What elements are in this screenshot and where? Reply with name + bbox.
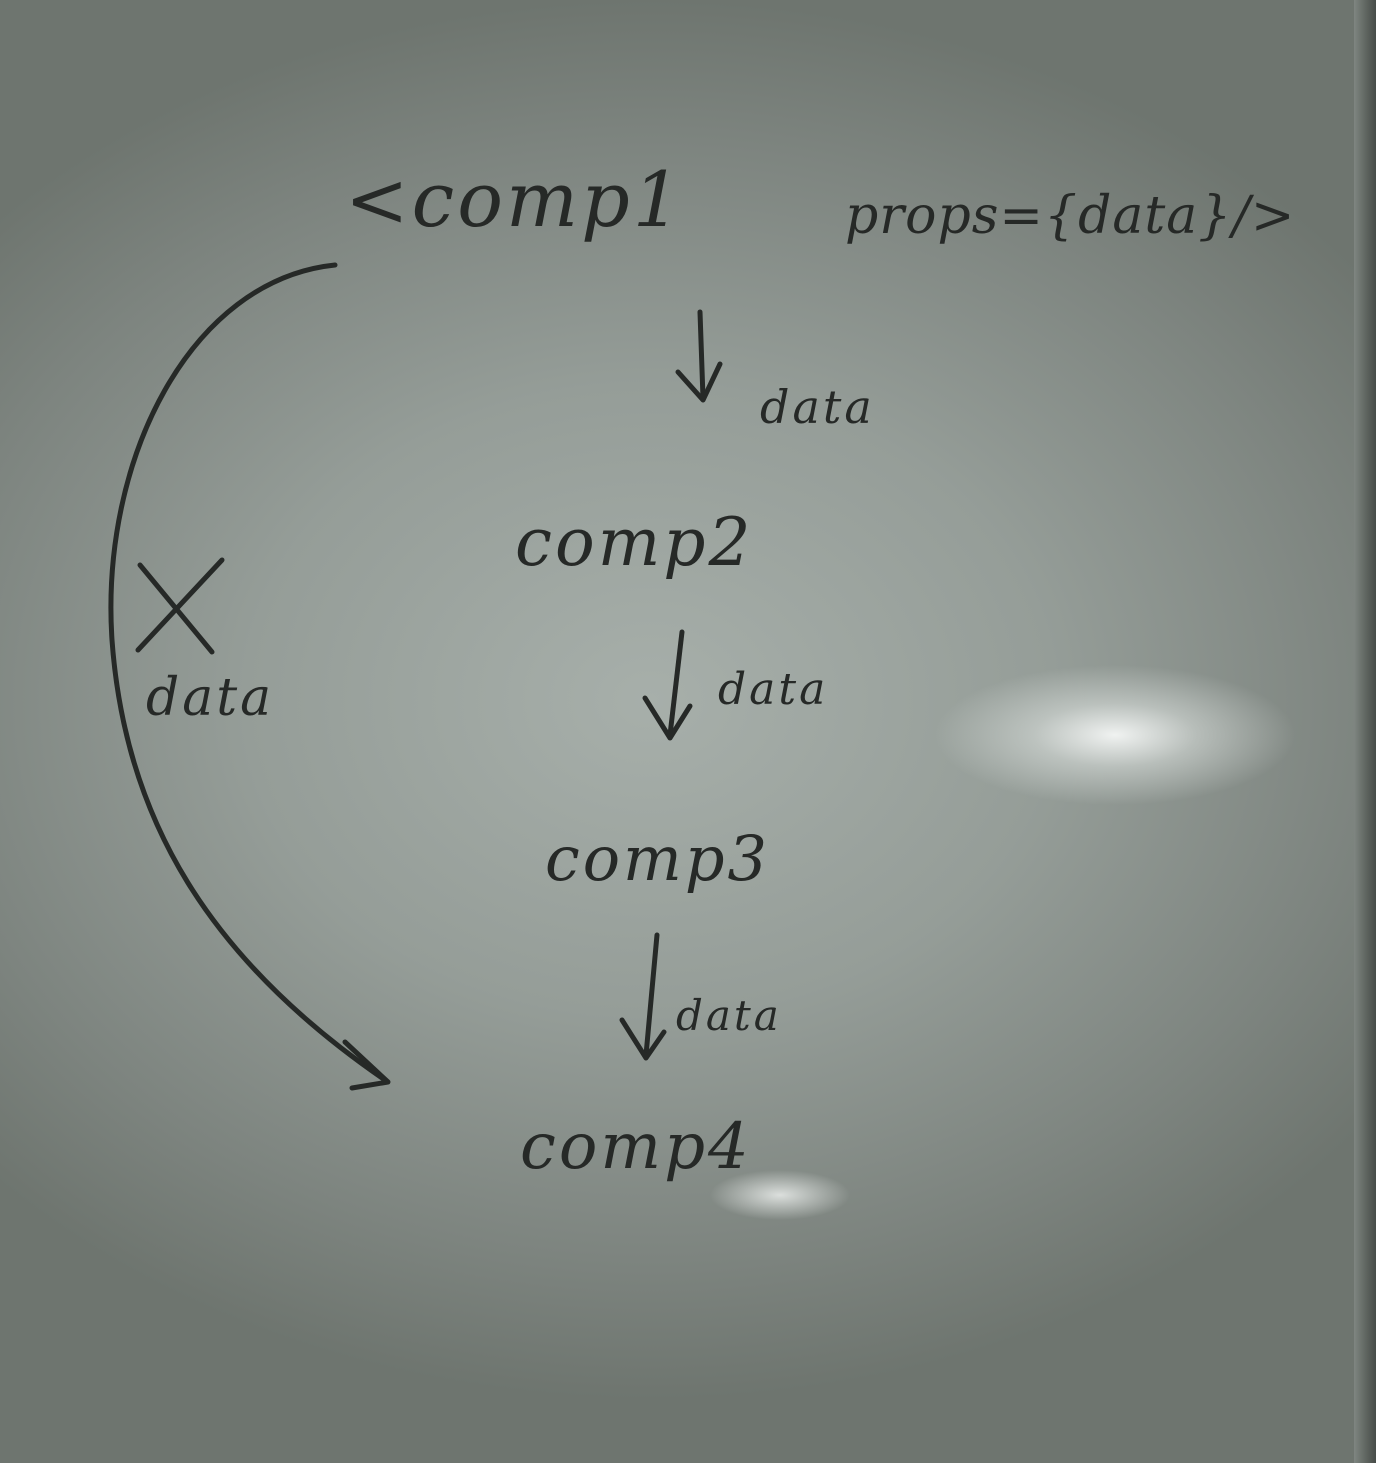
node-comp3-label: comp3 [545,822,770,895]
cross-mark-line-2 [135,557,225,653]
edge-label-data-1: data [760,380,875,434]
arrow-comp1-to-comp4-curve-head [342,1039,391,1091]
arrow-comp2-to-comp3 [667,629,685,738]
arrow-comp3-to-comp4 [643,932,660,1058]
node-comp2-label: comp2 [515,504,754,581]
arrow-comp1-to-comp2 [697,309,706,401]
node-comp4-label: comp4 [520,1110,752,1184]
node-comp1-label: <comp1 [345,155,685,244]
arrow-comp1-to-comp4-curve [108,262,388,1083]
arrow-comp1-to-comp2-head [675,361,723,403]
board-frame-edge [1354,0,1376,1463]
arrow-comp3-to-comp4-head [619,1017,667,1061]
arrow-comp2-to-comp3-head [642,695,693,741]
crossed-edge-label-data: data [146,668,275,728]
edge-label-data-2: data [718,664,829,715]
props-expression: props={data}/> [845,186,1296,246]
edge-label-data-3: data [676,991,782,1040]
